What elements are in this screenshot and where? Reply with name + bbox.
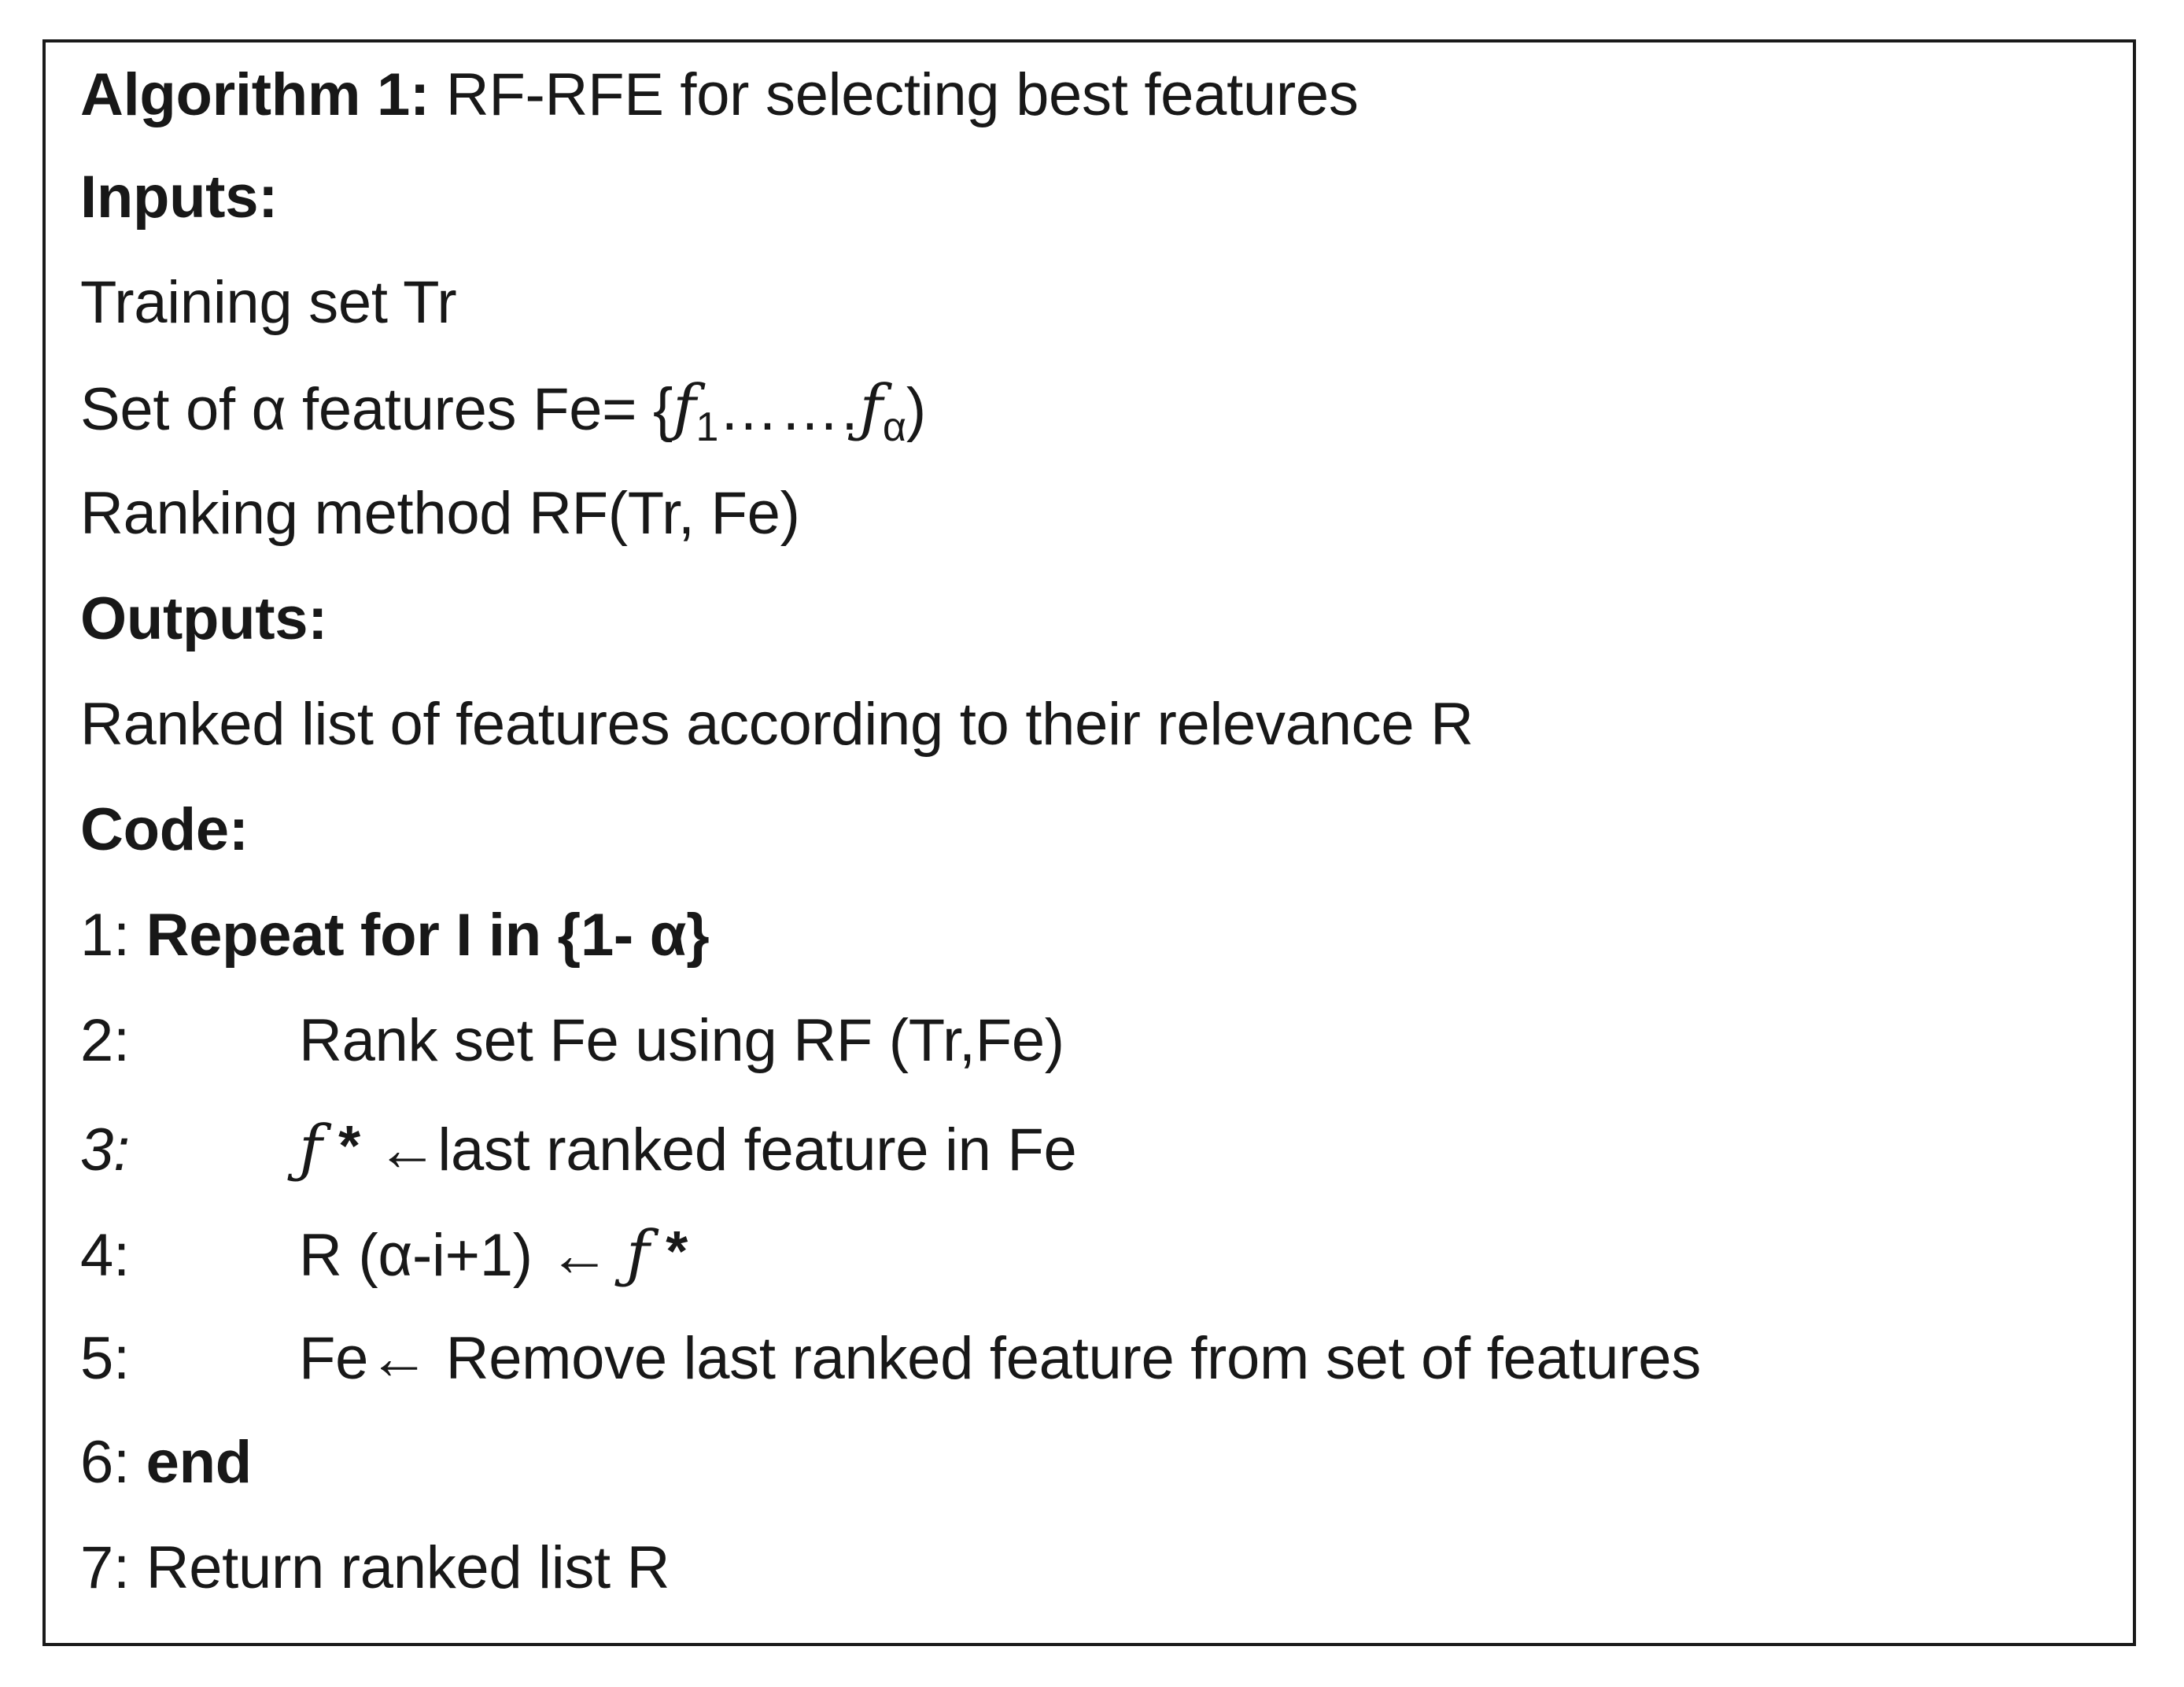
algorithm-box: Algorithm 1: RF-RFE for selecting best f… (42, 39, 2136, 1646)
code-line-3-number: 3: (80, 1117, 130, 1183)
code-line-6-number: 6: (80, 1429, 130, 1496)
outputs-heading-line: Outputs: (80, 567, 2125, 672)
code-heading-line: Code: (80, 777, 2125, 883)
code-line-4: 4: R (α-i+1) ← ƒ * (80, 1199, 2125, 1305)
feature-f-first: ƒ (673, 371, 696, 445)
code-line-6-body: end (146, 1429, 253, 1496)
code-line-5-body: Remove last ranked feature from set of f… (429, 1325, 1702, 1392)
code-line-1-body: Repeat for I in {1- α} (146, 902, 710, 969)
input-training-set-line: Training set Tr (80, 250, 2125, 356)
input-ranking-method: Ranking method RF(Tr, Fe) (80, 480, 800, 547)
code-line-4-f-symbol: ƒ (626, 1217, 650, 1290)
input-features-set-line: Set of α features Fe= {ƒ1…….ƒα) (80, 356, 2125, 461)
inputs-heading: Inputs: (80, 164, 279, 231)
features-suffix: ) (906, 376, 926, 443)
code-line-7: 7: Return ranked list R (80, 1515, 2125, 1621)
code-heading: Code: (80, 796, 249, 863)
feature-f-last: ƒ (859, 371, 884, 445)
code-line-3-body: last ranked feature in Fe (437, 1117, 1077, 1183)
feature-f-first-subscript: 1 (695, 404, 719, 450)
code-line-4-star: * (666, 1220, 688, 1283)
code-line-6: 6: end (80, 1410, 2125, 1515)
code-line-4-body-pre: R (α-i+1) (299, 1222, 549, 1289)
output-ranked-list: Ranked list of features according to the… (80, 691, 1474, 758)
input-ranking-method-line: Ranking method RF(Tr, Fe) (80, 461, 2125, 567)
code-line-1: 1: Repeat for I in {1- α} (80, 883, 2125, 988)
code-line-1-number: 1: (80, 902, 130, 969)
output-ranked-list-line: Ranked list of features according to the… (80, 672, 2125, 777)
code-line-5: 5: Fe← Remove last ranked feature from se… (80, 1305, 2125, 1410)
algorithm-title-line: Algorithm 1: RF-RFE for selecting best f… (80, 46, 2125, 145)
algorithm-title-text: RF-RFE for selecting best features (429, 61, 1359, 128)
algorithm-title-label: Algorithm 1: (80, 61, 430, 128)
features-prefix: Set of α features Fe= { (80, 376, 673, 443)
code-line-2-number: 2: (80, 1007, 130, 1074)
code-line-5-body-pre: Fe (299, 1325, 369, 1392)
code-line-5-number: 5: (80, 1325, 130, 1392)
code-line-7-body: Return ranked list R (146, 1534, 670, 1601)
input-training-set: Training set Tr (80, 269, 457, 336)
code-line-3-f-symbol: ƒ (299, 1112, 323, 1185)
code-line-5-arrow-icon: ← (368, 1323, 430, 1392)
inputs-heading-line: Inputs: (80, 145, 2125, 250)
code-line-3-arrow-icon: ← (376, 1114, 438, 1183)
code-line-3: 3: ƒ * ←last ranked feature in Fe (80, 1094, 2125, 1199)
code-line-7-number: 7: (80, 1534, 130, 1601)
code-line-3-star: * (338, 1115, 360, 1178)
feature-f-last-subscript: α (882, 404, 906, 450)
algorithm-lines: Algorithm 1: RF-RFE for selecting best f… (80, 46, 2125, 1621)
code-line-4-number: 4: (80, 1222, 130, 1289)
code-line-2-body: Rank set Fe using RF (Tr,Fe) (299, 1007, 1064, 1074)
outputs-heading: Outputs: (80, 585, 328, 652)
code-line-2: 2: Rank set Fe using RF (Tr,Fe) (80, 988, 2125, 1094)
code-line-4-arrow-icon: ← (548, 1220, 611, 1289)
features-ellipsis: ……. (718, 376, 860, 443)
